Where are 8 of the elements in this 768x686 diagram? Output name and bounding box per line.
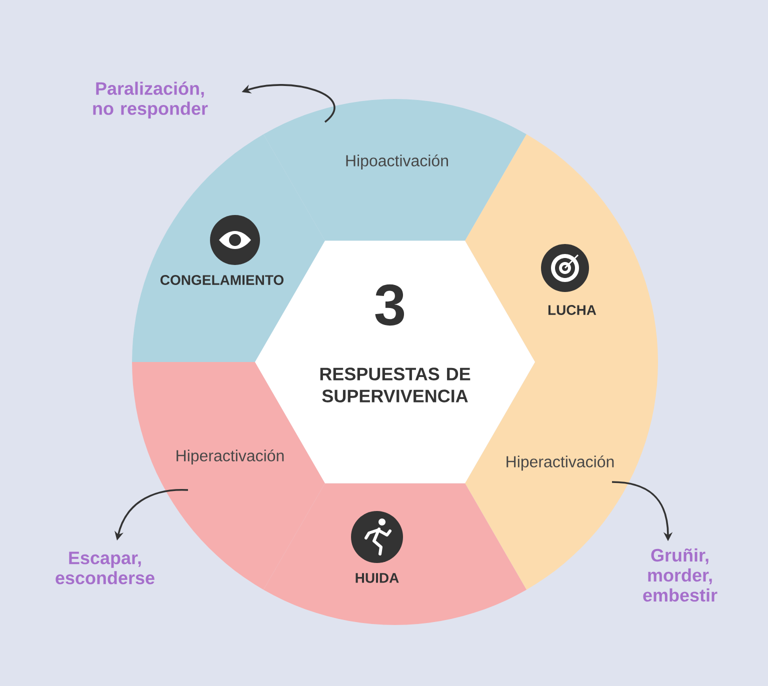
node-label: LUCHA bbox=[548, 305, 596, 315]
node-label: Hipoactivación bbox=[346, 154, 448, 170]
sector: Hipoactivación bbox=[264, 99, 526, 241]
outcome-text: Paralización, no responder bbox=[93, 82, 208, 118]
node-label: HUIDA bbox=[356, 573, 399, 583]
sector: CONGELAMIENTO bbox=[132, 134, 325, 362]
sector: LUCHA bbox=[465, 134, 658, 362]
sector: HUIDA bbox=[264, 483, 526, 625]
